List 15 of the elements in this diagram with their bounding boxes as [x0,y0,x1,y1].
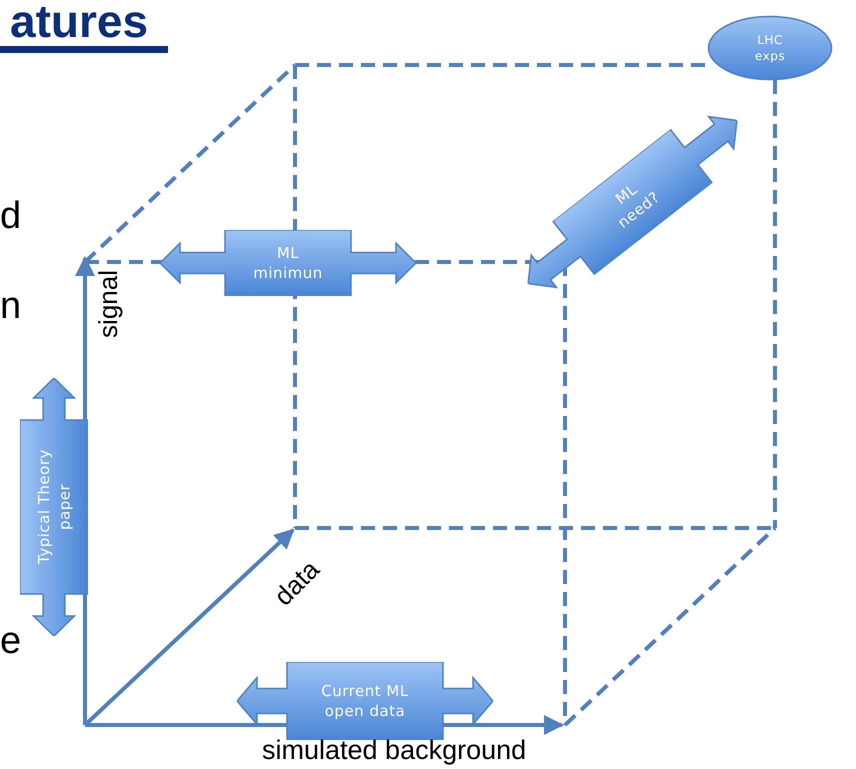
double-arrow-callout [20,378,88,636]
ellipse-shape [707,15,833,81]
double-arrow-callout [160,230,416,296]
callout-label: Current ML open data [320,680,410,722]
callout-label: LHC exps [754,32,786,64]
callout-label: Typical Theory paper [34,448,74,566]
axis-label: data [268,554,326,612]
text-fragment: n [0,285,22,328]
callout-label: ML minimun [252,242,324,284]
title: atures [0,0,168,53]
axis-label: signal [93,270,124,338]
text-fragment: d [0,195,22,238]
double-arrow-callout [237,662,493,740]
text-fragment: e [0,620,22,663]
axis-label: simulated background [262,735,526,766]
